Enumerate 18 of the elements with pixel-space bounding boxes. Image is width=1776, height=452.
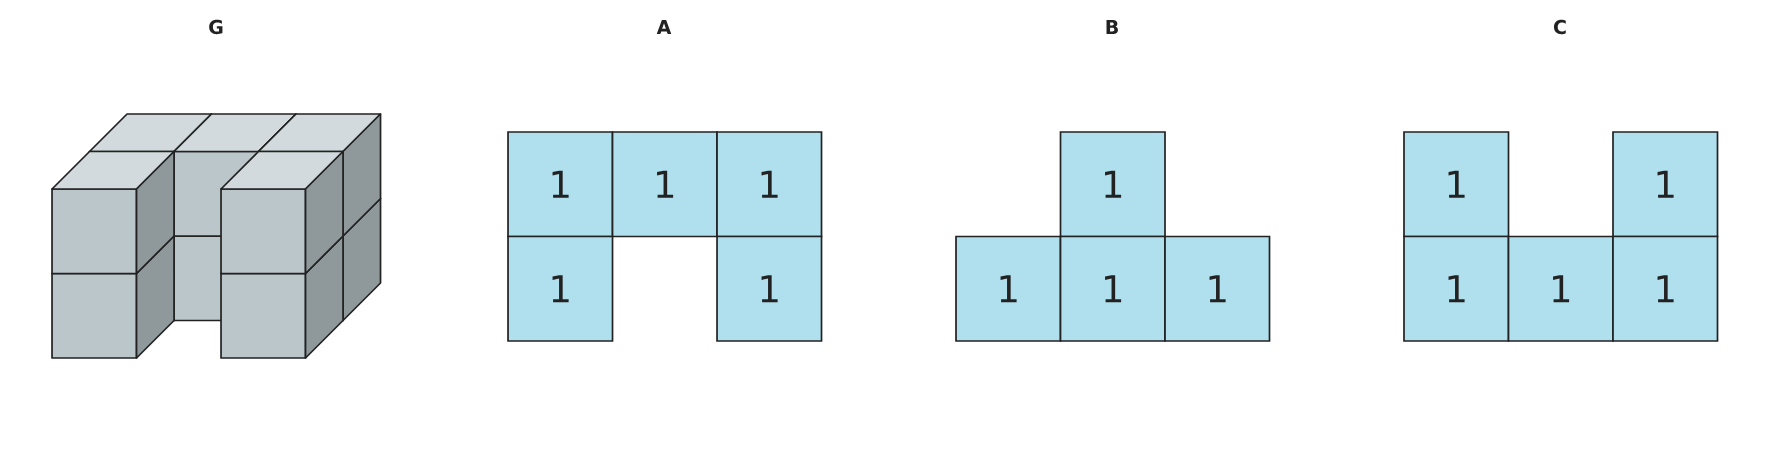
grid-cell: 1 <box>955 235 1062 342</box>
panel-title: G <box>209 19 223 35</box>
panel-title: C <box>1553 19 1566 35</box>
grid-cell: 1 <box>1059 131 1166 238</box>
grid-cell: 1 <box>1059 235 1166 342</box>
grid-cell: 1 <box>507 235 614 342</box>
grid-cell: 1 <box>1164 235 1271 342</box>
panel-title: B <box>1106 20 1118 34</box>
panel-title: A <box>656 20 672 34</box>
grid-cell: 1 <box>1612 235 1719 342</box>
grid-cell: 1 <box>611 131 718 238</box>
grid-cell: 1 <box>716 235 823 342</box>
grid-cell: 1 <box>716 131 823 238</box>
grid-cell: 1 <box>1612 131 1719 238</box>
grid-cell: 1 <box>1507 235 1614 342</box>
grid-cell: 1 <box>1403 235 1510 342</box>
grid-cell: 1 <box>507 131 614 238</box>
grid-cell: 1 <box>1403 131 1510 238</box>
